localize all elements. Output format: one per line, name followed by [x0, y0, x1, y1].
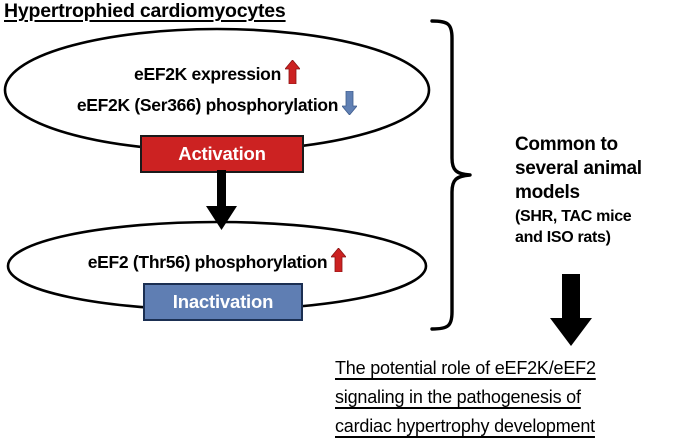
up-arrow-red-icon: [284, 59, 301, 91]
up-arrow-red-icon: [330, 247, 348, 279]
conclusion-line-3: cardiac hypertrophy development: [335, 416, 595, 436]
conclusion-text: The potential role of eEF2K/eEF2 signali…: [335, 354, 684, 441]
common-sub-text: (SHR, TAC mice and ISO rats): [515, 206, 684, 248]
bottom-ellipse-text: eEF2 (Thr56) phosphorylation: [0, 247, 434, 279]
top-ellipse-text: eEF2K expression eEF2K (Ser366) phosphor…: [0, 59, 434, 122]
common-sub-line-2: and ISO rats): [515, 229, 611, 246]
conclusion-line-1: The potential role of eEF2K/eEF2: [335, 358, 596, 378]
right-curly-brace-icon: [430, 19, 472, 331]
eef2k-expression-label: eEF2K expression: [134, 64, 281, 84]
common-line-1: Common to: [515, 134, 618, 155]
inactivation-label: Inactivation: [172, 291, 274, 312]
eef2k-expression-row: eEF2K expression: [0, 59, 434, 91]
page-title: Hypertrophied cardiomyocytes: [4, 0, 286, 22]
eef2k-ser366-row: eEF2K (Ser366) phosphorylation: [0, 90, 434, 122]
activation-label: Activation: [178, 143, 266, 164]
arrow-down-black-thick-icon: [550, 274, 592, 346]
common-main-text: Common to several animal models: [515, 133, 684, 205]
inactivation-box: Inactivation: [143, 283, 303, 321]
activation-box: Activation: [140, 135, 304, 173]
eef2-thr56-row: eEF2 (Thr56) phosphorylation: [0, 247, 434, 279]
arrow-down-black-icon: [206, 170, 237, 230]
common-line-3: models: [515, 182, 580, 203]
conclusion-line-2: signaling in the pathogenesis of: [335, 387, 581, 407]
common-sub-line-1: (SHR, TAC mice: [515, 208, 632, 225]
common-line-2: several animal: [515, 158, 642, 179]
eef2k-ser366-phosphorylation-label: eEF2K (Ser366) phosphorylation: [76, 95, 339, 115]
down-arrow-blue-icon: [341, 90, 359, 122]
common-to-models-block: Common to several animal models (SHR, TA…: [515, 133, 684, 248]
eef2-thr56-phosphorylation-label: eEF2 (Thr56) phosphorylation: [87, 252, 328, 272]
